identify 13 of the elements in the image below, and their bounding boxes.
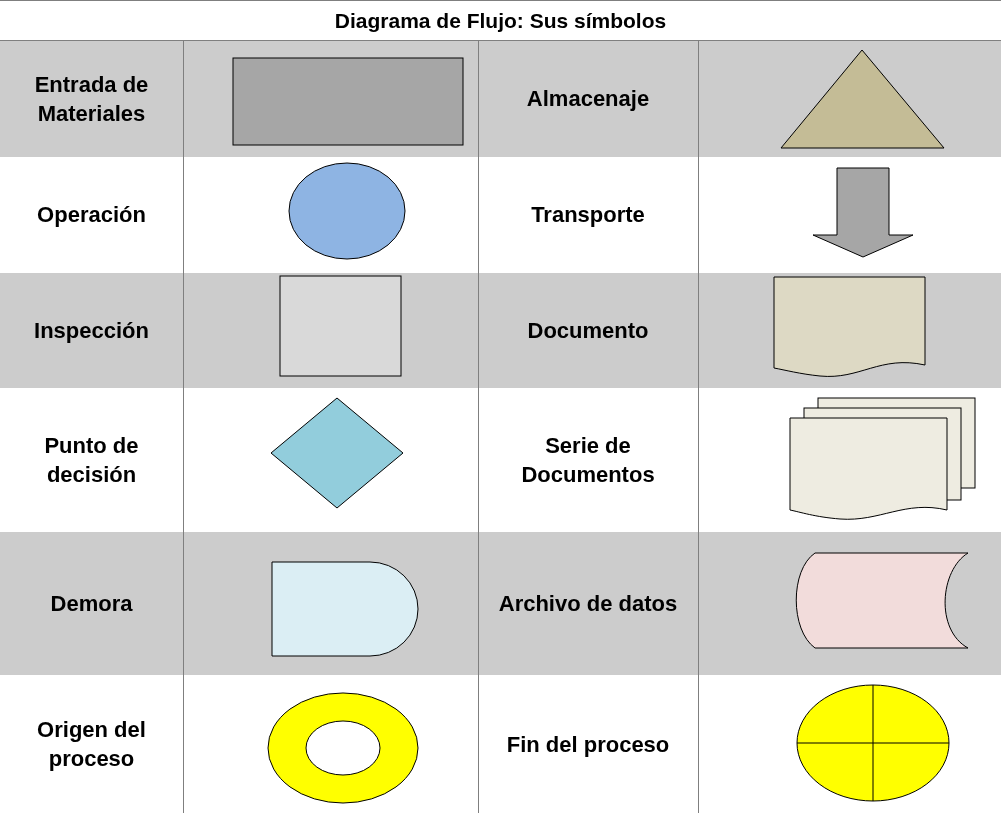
symbol-name: Transporte [531,201,645,229]
symbol-name: Serie de Documentos [520,431,656,489]
symbol-name: Demora [50,589,133,618]
symbol-name: Archivo de datos [498,589,678,618]
symbol-name: Operación [37,201,146,229]
symbol-name: Punto de decisión [43,431,140,489]
symbol-name: Documento [527,316,649,345]
symbol-name: Origen del proceso [36,716,147,773]
table-title: Diagrama de Flujo: Sus símbolos [334,8,667,33]
symbol-name: Inspección [34,316,149,345]
symbol-name: Fin del proceso [506,730,670,759]
symbol-name: Almacenaje [526,85,650,113]
symbol-name: Entrada de Materiales [33,70,150,128]
